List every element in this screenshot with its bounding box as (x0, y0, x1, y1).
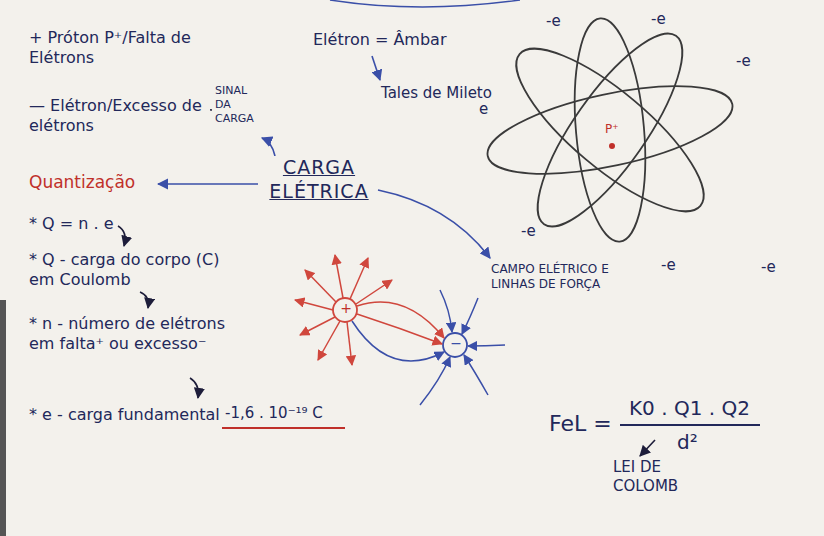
field-line (468, 345, 505, 346)
arrow (640, 440, 655, 456)
charge-sign: + (339, 301, 353, 315)
note-text: — Elétron/Excesso de elétrons (28, 96, 210, 136)
note-text: + Próton P⁺/Falta de Elétrons (28, 28, 230, 68)
formula-text: K0 . Q1 . Q2 (628, 396, 751, 421)
nucleus-dot (609, 143, 615, 149)
orbit (480, 69, 740, 191)
positive-charge (333, 298, 357, 322)
field-line (335, 255, 343, 298)
field-line (318, 321, 340, 360)
orbit (495, 25, 725, 235)
page-edge (0, 300, 6, 536)
field-line (357, 314, 442, 344)
note-text: Elétron = Âmbar (312, 30, 447, 50)
field-lines-out (295, 255, 444, 365)
field-line (352, 321, 444, 361)
field-line (305, 270, 336, 302)
arrow (262, 138, 275, 156)
field-line (462, 298, 478, 334)
electron-label: -e (545, 12, 562, 31)
electron-label: e (478, 100, 489, 119)
branch-label: CAMPO ELÉTRICO E LINHAS DE FORÇA (490, 262, 614, 292)
field-line (295, 300, 333, 310)
arrow (140, 292, 148, 308)
arrow (378, 190, 490, 258)
electron-label: -e (650, 10, 667, 29)
note-text: Tales de Mileto (380, 84, 493, 103)
field-line (347, 322, 352, 365)
orbit (566, 15, 653, 244)
law-name: LEI DE COLOMB (612, 458, 694, 496)
arrow (372, 56, 380, 80)
formula-text: FeL = (548, 410, 613, 438)
central-topic: CARGA ELÉTRICA (262, 156, 376, 204)
proton-label: P⁺ (604, 122, 620, 137)
field-line (356, 280, 392, 304)
note-text: * Q - carga do corpo (C) em Coulomb (28, 250, 240, 290)
field-line (300, 317, 335, 335)
field-line (420, 357, 450, 405)
electron-label: -e (735, 52, 752, 71)
formula-text: d² (676, 430, 699, 455)
arrow (158, 183, 258, 185)
field-line (440, 290, 452, 332)
note-text: * n - número de elétrons em falta⁺ ou ex… (28, 314, 250, 354)
note-text: * e - carga fundamental (28, 405, 221, 425)
branch-label: SINAL DA CARGA (214, 84, 262, 125)
field-line (357, 302, 444, 338)
electron-label: -e (520, 222, 537, 241)
field-lines-in (352, 290, 505, 405)
field-line (464, 355, 488, 395)
arrow (118, 226, 125, 246)
field-line (350, 258, 368, 299)
fraction-bar (620, 424, 760, 426)
orbit (515, 15, 706, 245)
atom-drawing (480, 15, 740, 245)
arrow (190, 378, 198, 398)
cut-title-oval (330, 0, 520, 7)
red-underline (222, 427, 345, 429)
electron-label: -e (660, 256, 677, 275)
branch-label: Quantização (28, 172, 136, 193)
electron-label: -e (760, 258, 777, 277)
negative-charge (443, 333, 467, 357)
formula-text: * Q = n . e (28, 214, 115, 234)
charge-sign: − (449, 336, 463, 350)
value-text: -1,6 . 10⁻¹⁹ C (224, 404, 324, 423)
